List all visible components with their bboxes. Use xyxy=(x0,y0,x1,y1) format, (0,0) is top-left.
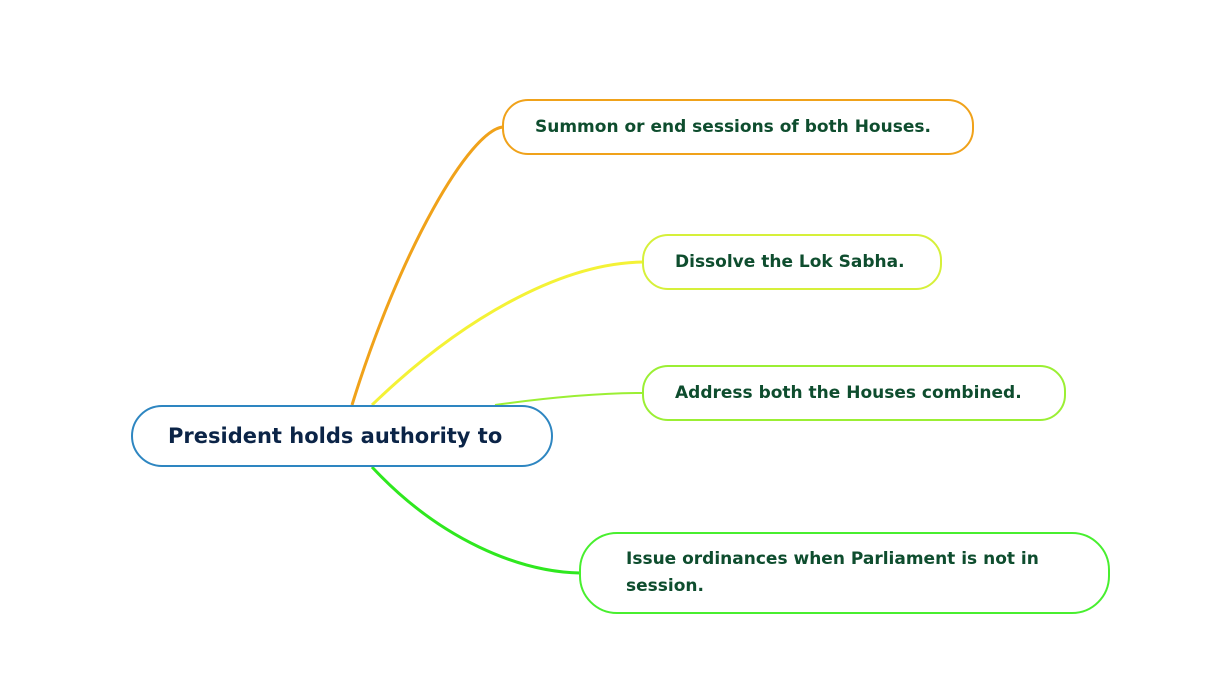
connector-2 xyxy=(370,260,644,407)
connector-4 xyxy=(370,465,581,575)
branch-label: Summon or end sessions of both Houses. xyxy=(535,116,931,137)
branch-label: Address both the Houses combined. xyxy=(675,382,1022,403)
branch-label: Dissolve the Lok Sabha. xyxy=(675,251,905,272)
root-topic-node[interactable]: President holds authority to xyxy=(131,405,553,467)
branch-node-dissolve-lok-sabha[interactable]: Dissolve the Lok Sabha. xyxy=(642,234,942,290)
branch-node-issue-ordinances[interactable]: Issue ordinances when Parliament is not … xyxy=(579,532,1110,614)
branch-label: Issue ordinances when Parliament is not … xyxy=(626,549,1039,596)
connector-1 xyxy=(350,125,504,406)
branch-node-address-houses[interactable]: Address both the Houses combined. xyxy=(642,365,1066,421)
root-topic-label: President holds authority to xyxy=(168,424,503,448)
branch-node-summon-sessions[interactable]: Summon or end sessions of both Houses. xyxy=(502,99,974,155)
connector-3 xyxy=(494,392,644,406)
